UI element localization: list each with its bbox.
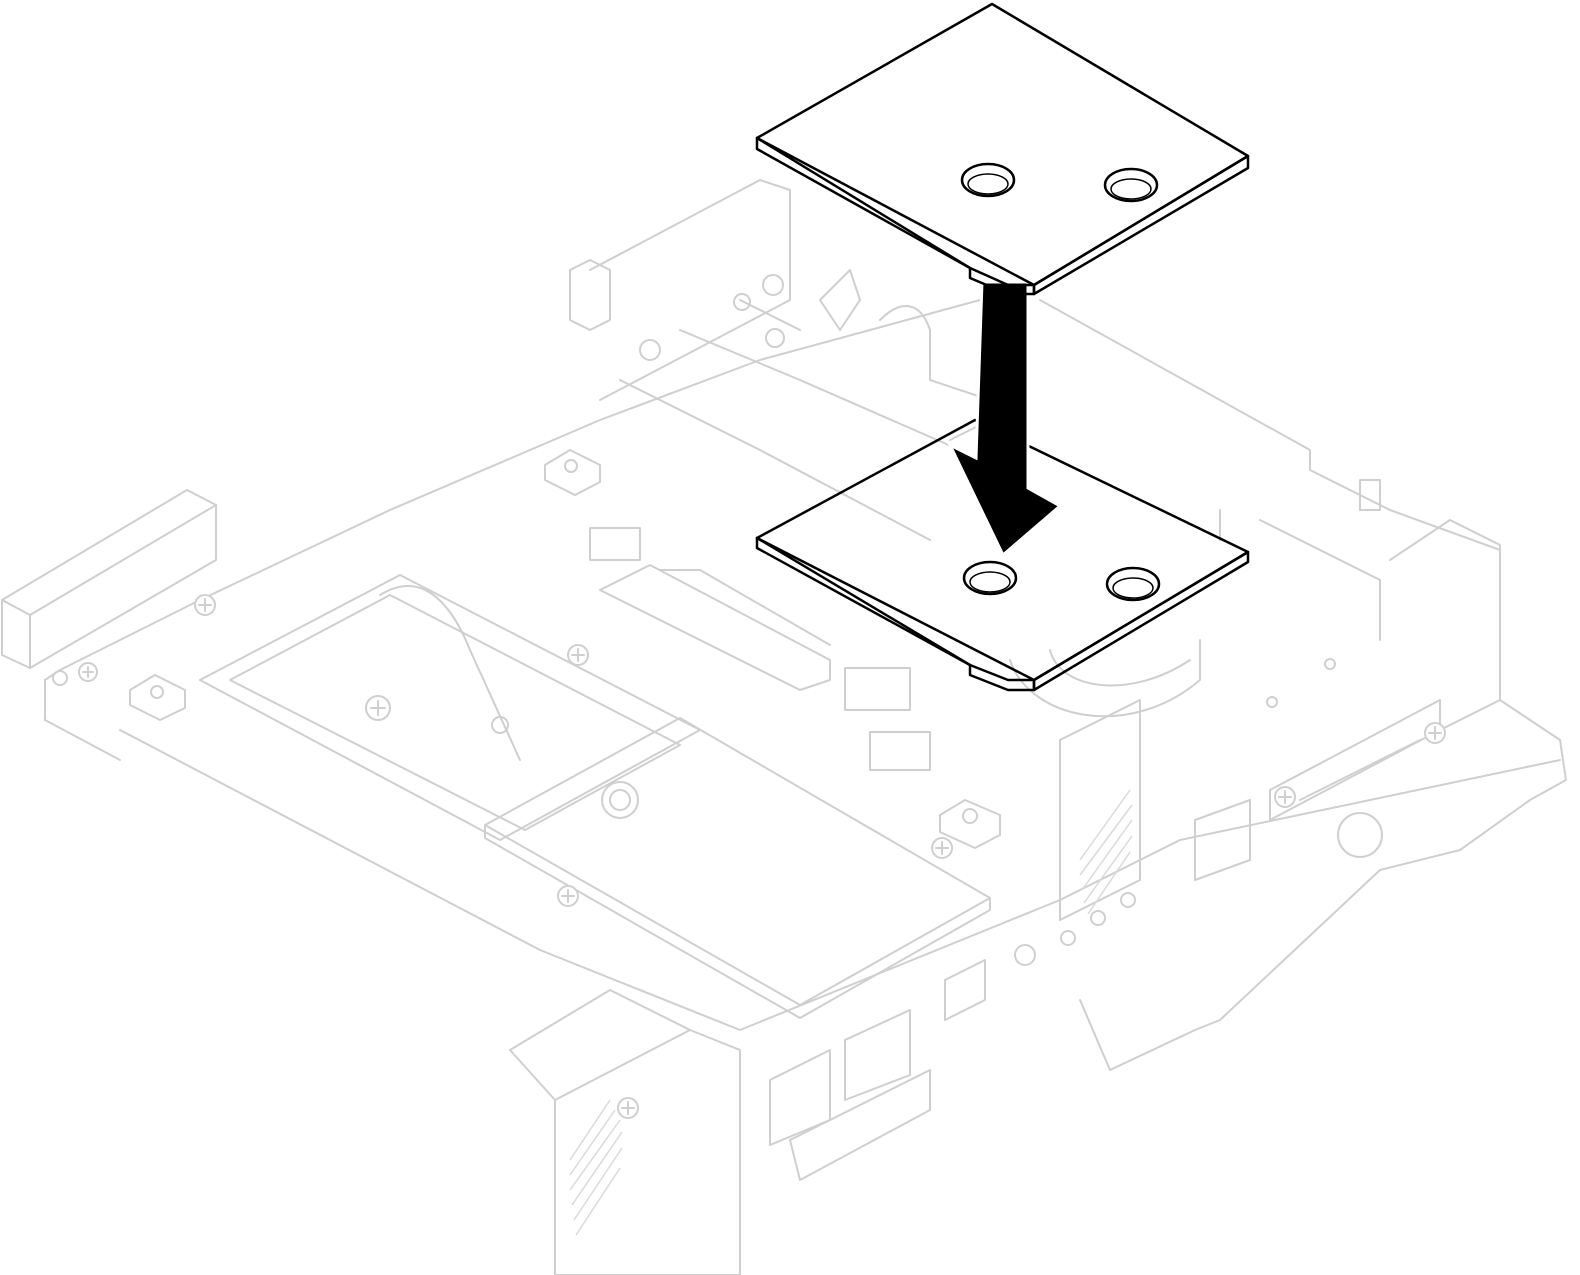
pcie-riser-board: [484, 717, 991, 1006]
install-arrow-down: [946, 280, 1063, 558]
compute-node-tray-outline: [1, 179, 1567, 1275]
screw-icon: [1424, 722, 1446, 744]
vent-hatching-right: [1079, 789, 1133, 915]
screw-icon: [1274, 786, 1296, 808]
thermal-pad-top: [755, 2, 1250, 296]
screw-icon: [931, 837, 953, 859]
thermal-pad-installed: [755, 418, 1250, 692]
screw-icon: [194, 594, 216, 616]
screw-icon: [78, 662, 98, 682]
vent-hatching-left: [569, 1099, 623, 1236]
screw-icon: [567, 644, 589, 666]
screw-icon: [617, 1097, 639, 1119]
screw-icon: [365, 695, 391, 721]
screw-icon: [557, 885, 579, 907]
